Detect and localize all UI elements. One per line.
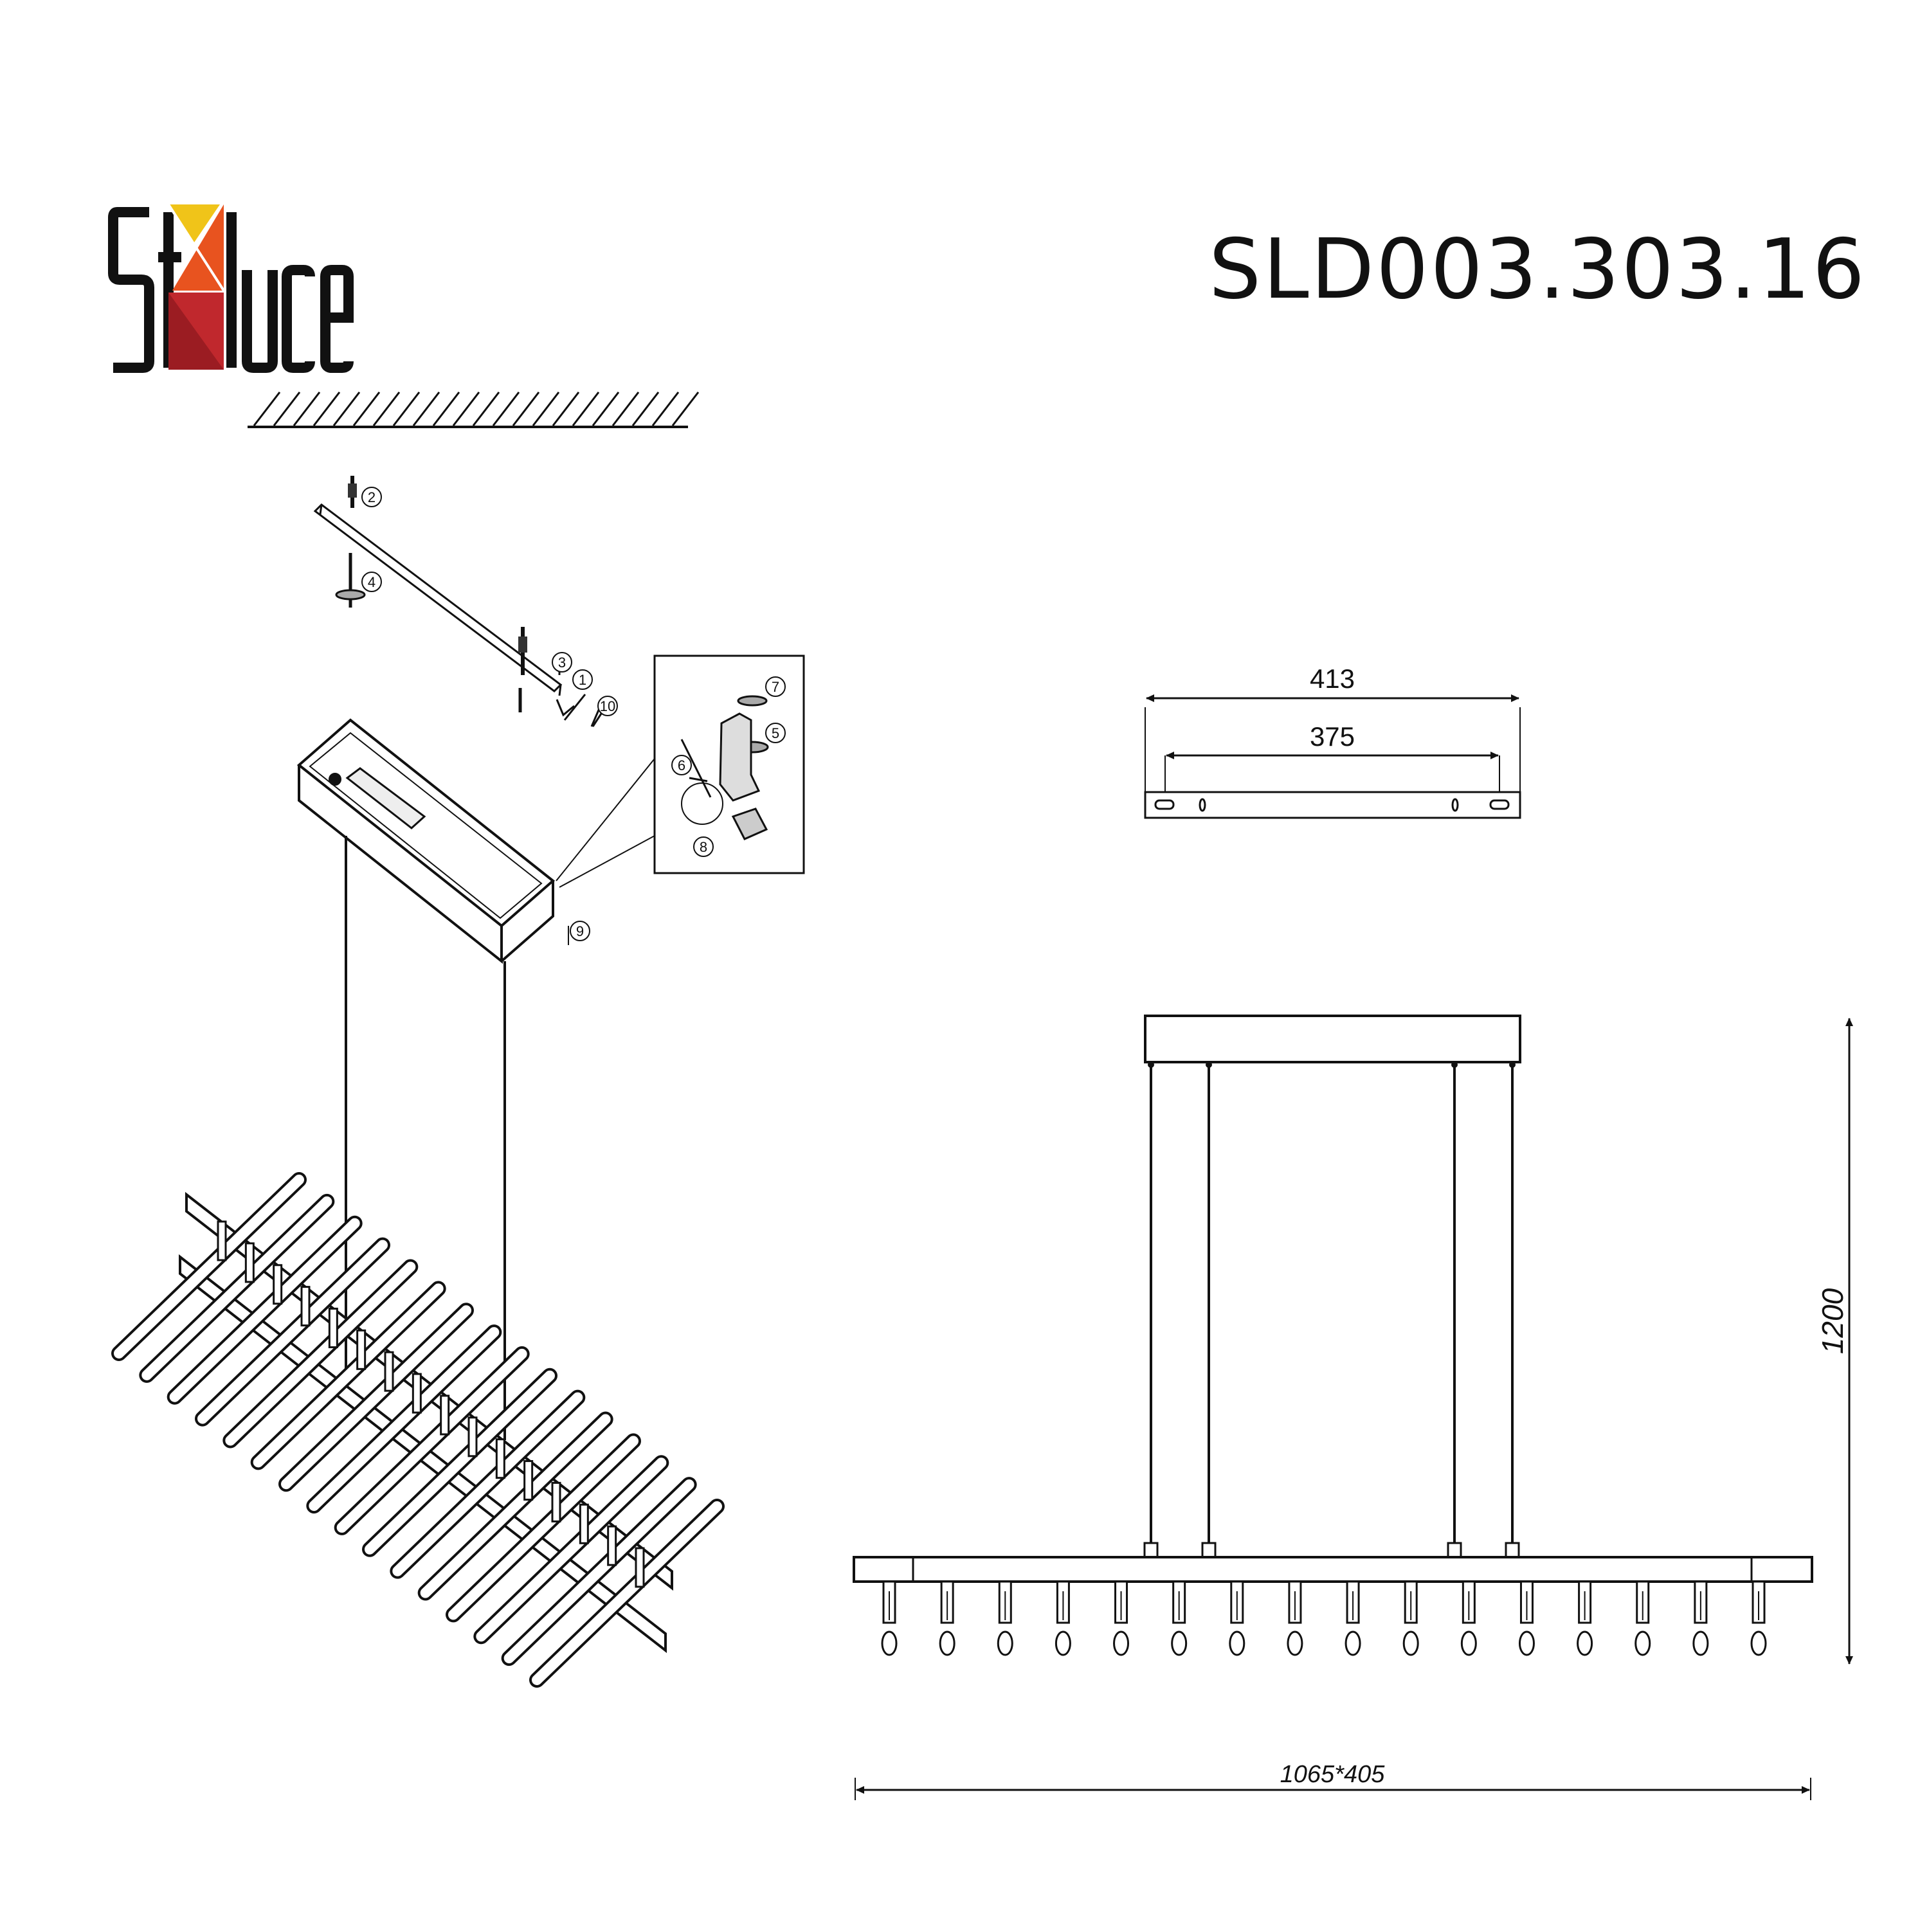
- washer-screw-icon: [335, 553, 366, 608]
- lamp-rod-3d: [278, 1303, 474, 1492]
- callout-4: 4: [361, 572, 382, 592]
- dim-height: 1200: [1816, 1288, 1849, 1354]
- screw-icon: [518, 627, 527, 712]
- lamp-head: [939, 1580, 955, 1656]
- lamp-rod-3d: [111, 1172, 307, 1361]
- lamp-head: [1055, 1580, 1071, 1656]
- front-elevation-view: [853, 1015, 1853, 1800]
- logo-letter-s: [108, 207, 154, 373]
- canopy-top-view: [1144, 694, 1521, 819]
- svg-text:4: 4: [368, 574, 376, 590]
- lamp-head: [1402, 1580, 1419, 1656]
- dim-overall: 1065*405: [1280, 1761, 1386, 1788]
- lamp-rod-3d: [529, 1499, 725, 1688]
- lamp-rod-3d: [446, 1433, 641, 1623]
- logo-emblem-yellow: [168, 204, 220, 244]
- lamp-head: [1229, 1580, 1245, 1656]
- lamp-head: [1345, 1580, 1361, 1656]
- svg-text:7: 7: [772, 679, 779, 695]
- lamp-head: [1692, 1580, 1709, 1656]
- dim-hole-spacing: 375: [1310, 721, 1355, 752]
- lamp-head: [1171, 1580, 1188, 1656]
- lamp-rod-3d: [195, 1237, 390, 1427]
- svg-text:10: 10: [600, 698, 615, 714]
- lamp-rod-3d: [334, 1346, 530, 1535]
- callout-labels: 1 2 3 4 5 6 7 8 9 10: [361, 487, 786, 941]
- lamp-rod-3d: [362, 1368, 557, 1557]
- lamp-head: [1113, 1580, 1130, 1656]
- stluce-logo: [108, 203, 354, 373]
- svg-text:6: 6: [678, 757, 685, 773]
- lamp-head: [881, 1580, 898, 1656]
- lamp-rod-3d: [167, 1215, 363, 1405]
- suspension-cables: [1143, 1061, 1520, 1558]
- callout-1: 1: [572, 669, 593, 690]
- ceiling-hatch: [248, 392, 700, 428]
- lamp-rod-3d: [417, 1411, 613, 1601]
- logo-letter-e: [320, 265, 354, 373]
- lamp-head: [1518, 1580, 1535, 1656]
- model-code: SLD003.303.16: [1209, 222, 1867, 318]
- lamp-bar-front: [853, 1556, 1813, 1583]
- callout-6: 6: [671, 755, 692, 775]
- callout-9: 9: [570, 921, 590, 941]
- lamp-rod-3d: [501, 1477, 697, 1666]
- lamp-rod-3d: [139, 1193, 335, 1383]
- svg-text:3: 3: [558, 655, 566, 671]
- lamp-rod-3d: [306, 1324, 502, 1514]
- svg-text:2: 2: [368, 489, 376, 505]
- callout-10: 10: [597, 696, 618, 716]
- logo-letter-u: [242, 270, 278, 373]
- callout-5: 5: [765, 723, 786, 743]
- svg-text:1: 1: [579, 672, 586, 688]
- dim-canopy-length: 413: [1310, 664, 1355, 694]
- lamp-rod-3d: [222, 1259, 419, 1449]
- logo-letter-c: [282, 265, 315, 373]
- svg-text:5: 5: [772, 725, 779, 741]
- callout-8: 8: [693, 836, 714, 857]
- svg-text:8: 8: [700, 839, 707, 855]
- screw-icon: [348, 476, 357, 508]
- lamp-head: [1577, 1580, 1593, 1656]
- callout-2: 2: [361, 487, 382, 507]
- callout-7: 7: [765, 676, 786, 697]
- lamp-head: [1460, 1580, 1477, 1656]
- chandelier-body-3d: [111, 1172, 725, 1688]
- lamp-rod-3d: [390, 1389, 586, 1579]
- logo-emblem-darkred: [168, 293, 224, 370]
- lamp-head: [1287, 1580, 1303, 1656]
- lamp-head: [1750, 1580, 1767, 1656]
- callout-3: 3: [552, 652, 572, 673]
- canopy-box-3d: [296, 718, 569, 1440]
- svg-text:9: 9: [576, 923, 584, 939]
- lamp-rod-3d: [250, 1281, 446, 1470]
- lamp-rod-3d: [473, 1455, 669, 1645]
- lamp-heads: [881, 1580, 1767, 1656]
- lamp-head: [1635, 1580, 1651, 1656]
- canopy-front: [1144, 1015, 1521, 1063]
- mounting-bracket-exploded: [313, 476, 611, 727]
- lamp-head: [997, 1580, 1013, 1656]
